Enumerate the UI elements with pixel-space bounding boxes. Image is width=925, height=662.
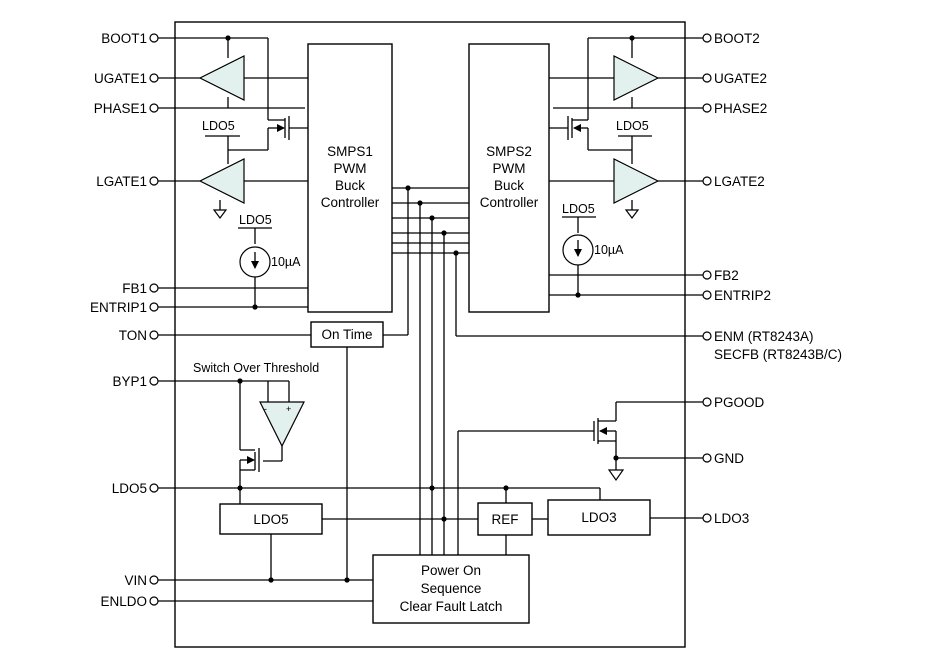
current-label: 10µA: [271, 255, 301, 269]
secfb-label: SECFB (RT8243B/C): [714, 347, 842, 362]
ldo5-supply-1: LDO5: [202, 119, 240, 164]
lgate2-pin: [702, 176, 712, 186]
entrip2-pin: [702, 290, 712, 300]
fb1-label: FB1: [122, 281, 147, 296]
right-pins: BOOT2 UGATE2 PHASE2 LGATE2 FB2 ENTRIP2 E…: [702, 31, 842, 526]
ldo5-label: LDO5: [239, 213, 272, 227]
entrip1-pin: [149, 302, 159, 312]
ldo3-block: [547, 499, 651, 536]
smps2-block: [468, 43, 550, 313]
smps2-line: Buck: [494, 178, 524, 193]
ldo5-pin: [149, 483, 159, 493]
ldo5-label: LDO5: [202, 119, 235, 133]
phase2-pin: [702, 103, 712, 113]
ref-block-label: REF: [492, 512, 519, 527]
ton-label: TON: [119, 328, 147, 343]
boot1-pin: [149, 33, 159, 43]
phase1-pin: [149, 103, 159, 113]
power-on-line: Clear Fault Latch: [400, 599, 503, 614]
on-time-label: On Time: [321, 327, 372, 342]
lgate1-driver: [158, 158, 308, 219]
boot1-net: [158, 35, 269, 120]
fet-switch-1: [228, 116, 308, 151]
on-time-block: [310, 321, 384, 348]
ldo5-label: LDO5: [562, 202, 595, 216]
gnd-pin: [702, 453, 712, 463]
smps1-line: Controller: [321, 195, 380, 210]
enm-pin: [702, 331, 712, 341]
fet-switch-2: [549, 116, 632, 151]
lgate1-label: LGATE1: [96, 174, 147, 189]
boot2-label: BOOT2: [714, 31, 760, 46]
current-label: 10µA: [594, 243, 624, 257]
ldo5-block-label: LDO5: [253, 512, 288, 527]
entrip1-label: ENTRIP1: [90, 300, 147, 315]
comparator-minus: -: [264, 404, 267, 414]
phase1-label: PHASE1: [94, 101, 147, 116]
byp1-label: BYP1: [112, 374, 147, 389]
comparator-plus: +: [286, 404, 291, 414]
enldo-pin: [149, 596, 159, 606]
ref-block: [477, 502, 533, 536]
smps1-line: Buck: [335, 178, 365, 193]
enm-label: ENM (RT8243A): [714, 329, 814, 344]
ugate2-driver: [549, 55, 703, 109]
vin-enldo-net: [158, 534, 373, 602]
ton-net: [158, 334, 348, 580]
switch-over-label: Switch Over Threshold: [193, 361, 319, 375]
vin-label: VIN: [124, 573, 147, 588]
current-source-2: LDO5 10µA: [562, 202, 624, 295]
boot2-pin: [702, 33, 712, 43]
ldo5-block: [219, 503, 323, 535]
fb2-entrip2-net: [549, 274, 703, 298]
controller-bus: [383, 185, 703, 555]
lgate2-driver: [549, 158, 703, 219]
ldo3-pin-label: LDO3: [714, 511, 749, 526]
fb2-label: FB2: [714, 268, 739, 283]
byp1-pin: [149, 376, 159, 386]
ugate1-driver: [158, 55, 308, 109]
ldo3-block-label: LDO3: [581, 510, 616, 525]
boot1-label: BOOT1: [101, 31, 147, 46]
boot2-net: [587, 35, 703, 120]
current-source-1: LDO5 10µA: [238, 213, 301, 307]
entrip2-label: ENTRIP2: [714, 288, 771, 303]
pgood-pin: [702, 397, 712, 407]
ldo5-supply-3: LDO5: [616, 119, 652, 164]
smps1-line: PWM: [334, 161, 367, 176]
ugate2-pin: [702, 73, 712, 83]
ton-pin: [149, 330, 159, 340]
smps2-line: Controller: [480, 195, 539, 210]
vin-pin: [149, 575, 159, 585]
ugate1-pin: [149, 73, 159, 83]
fb2-pin: [702, 270, 712, 280]
power-on-line: Sequence: [421, 581, 482, 596]
ldo5-pin-label: LDO5: [112, 481, 147, 496]
lgate2-label: LGATE2: [714, 174, 765, 189]
pgood-label: PGOOD: [714, 395, 765, 410]
enldo-label: ENLDO: [100, 594, 147, 609]
ugate1-label: UGATE1: [94, 71, 147, 86]
smps2-line: PWM: [493, 161, 526, 176]
pgood-fet: [457, 401, 703, 555]
power-on-block: [372, 554, 530, 624]
power-on-line: Power On: [421, 563, 481, 578]
byp1-switchover: Switch Over Threshold - +: [158, 361, 319, 507]
left-pins: BOOT1 UGATE1 PHASE1 LGATE1 FB1 ENTRIP1 T…: [90, 31, 159, 609]
gnd-label: GND: [714, 451, 744, 466]
ugate2-label: UGATE2: [714, 71, 767, 86]
fb1-pin: [149, 283, 159, 293]
lgate1-pin: [149, 176, 159, 186]
phase2-label: PHASE2: [714, 101, 767, 116]
smps2-line: SMPS2: [486, 144, 532, 159]
ldo5-label: LDO5: [616, 119, 649, 133]
fb1-entrip1-net: [158, 287, 308, 310]
smps1-block: [307, 43, 393, 313]
ldo3-pin: [702, 513, 712, 523]
ldo5-net: [158, 485, 601, 555]
smps1-line: SMPS1: [327, 144, 373, 159]
